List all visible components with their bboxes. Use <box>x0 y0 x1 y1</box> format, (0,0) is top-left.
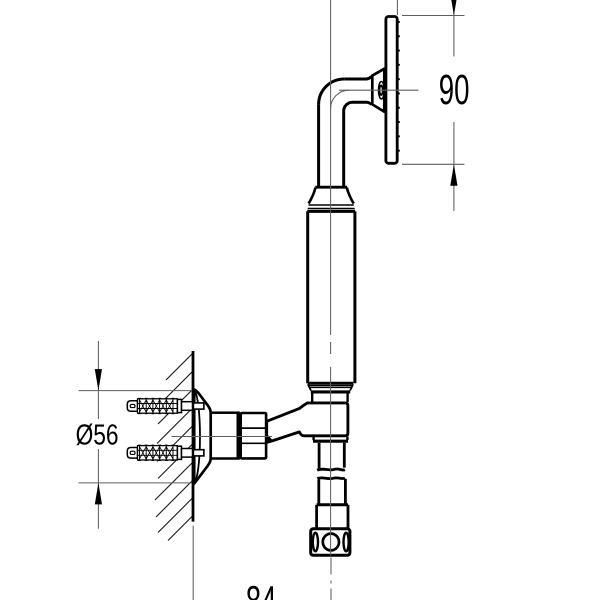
svg-text:90: 90 <box>439 66 470 113</box>
svg-text:84: 84 <box>246 578 277 600</box>
svg-text:Ø56: Ø56 <box>76 420 119 451</box>
